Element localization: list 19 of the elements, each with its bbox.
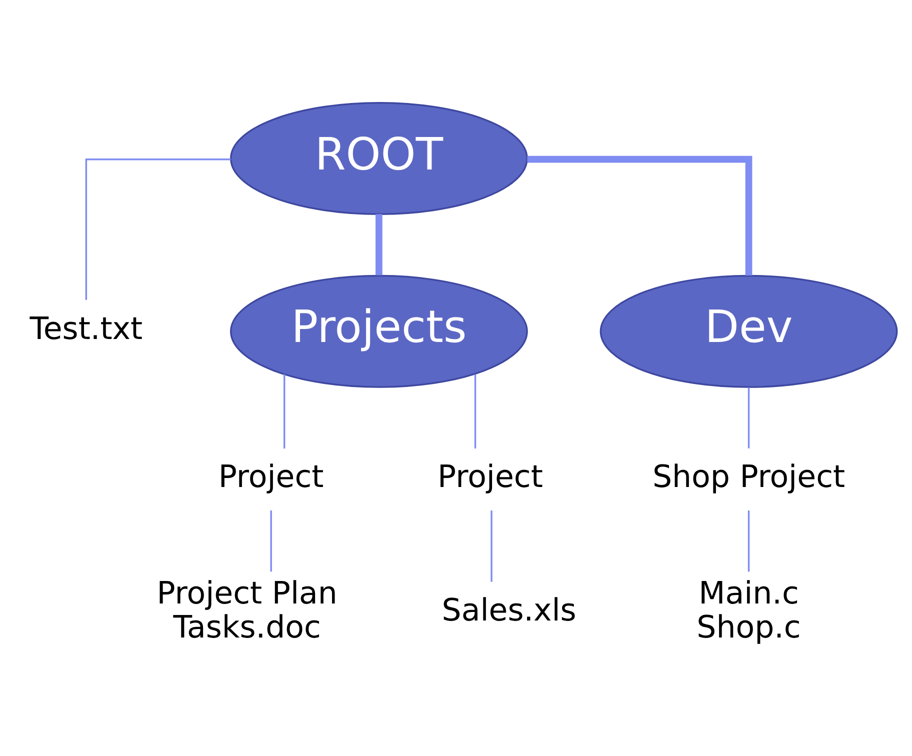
connector xyxy=(270,510,272,572)
node-ellipse: ROOT xyxy=(230,102,528,214)
connector xyxy=(284,374,286,448)
connector xyxy=(376,214,382,275)
connector xyxy=(490,510,492,582)
connector xyxy=(748,510,750,572)
node-ellipse: Dev xyxy=(600,274,898,388)
connector xyxy=(85,158,231,300)
node-text: Project Plan Tasks.doc xyxy=(156,574,338,646)
node-ellipse: Projects xyxy=(230,274,528,388)
node-text: Project xyxy=(438,458,543,495)
connector xyxy=(748,386,750,448)
node-text: Sales.xls xyxy=(442,592,576,628)
connector xyxy=(474,374,476,448)
connector xyxy=(527,155,752,276)
node-text: Test.txt xyxy=(30,310,143,346)
node-text: Shop Project xyxy=(652,458,846,495)
node-text: Main.c Shop.c xyxy=(696,574,801,646)
node-text: Project xyxy=(218,458,324,495)
